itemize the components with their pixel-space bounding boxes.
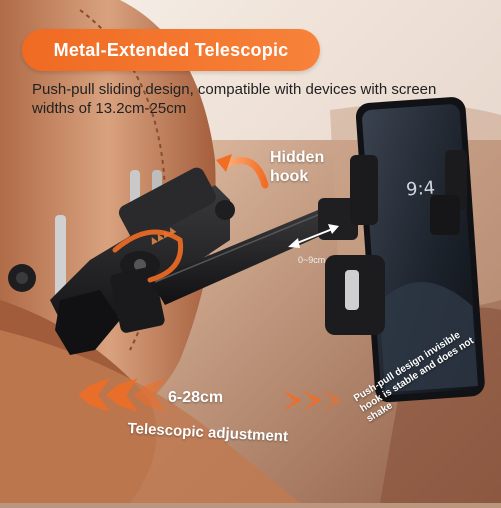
- feature-banner: Metal-Extended Telescopic: [22, 29, 320, 71]
- svg-text:9:4: 9:4: [405, 177, 435, 200]
- telescopic-range-label: 6-28cm: [168, 389, 224, 406]
- feature-description: Push-pull sliding design, compatible wit…: [32, 81, 437, 117]
- hidden-hook-label: Hidden hook: [270, 149, 325, 185]
- slide-range-label: 0~9cm: [298, 255, 326, 265]
